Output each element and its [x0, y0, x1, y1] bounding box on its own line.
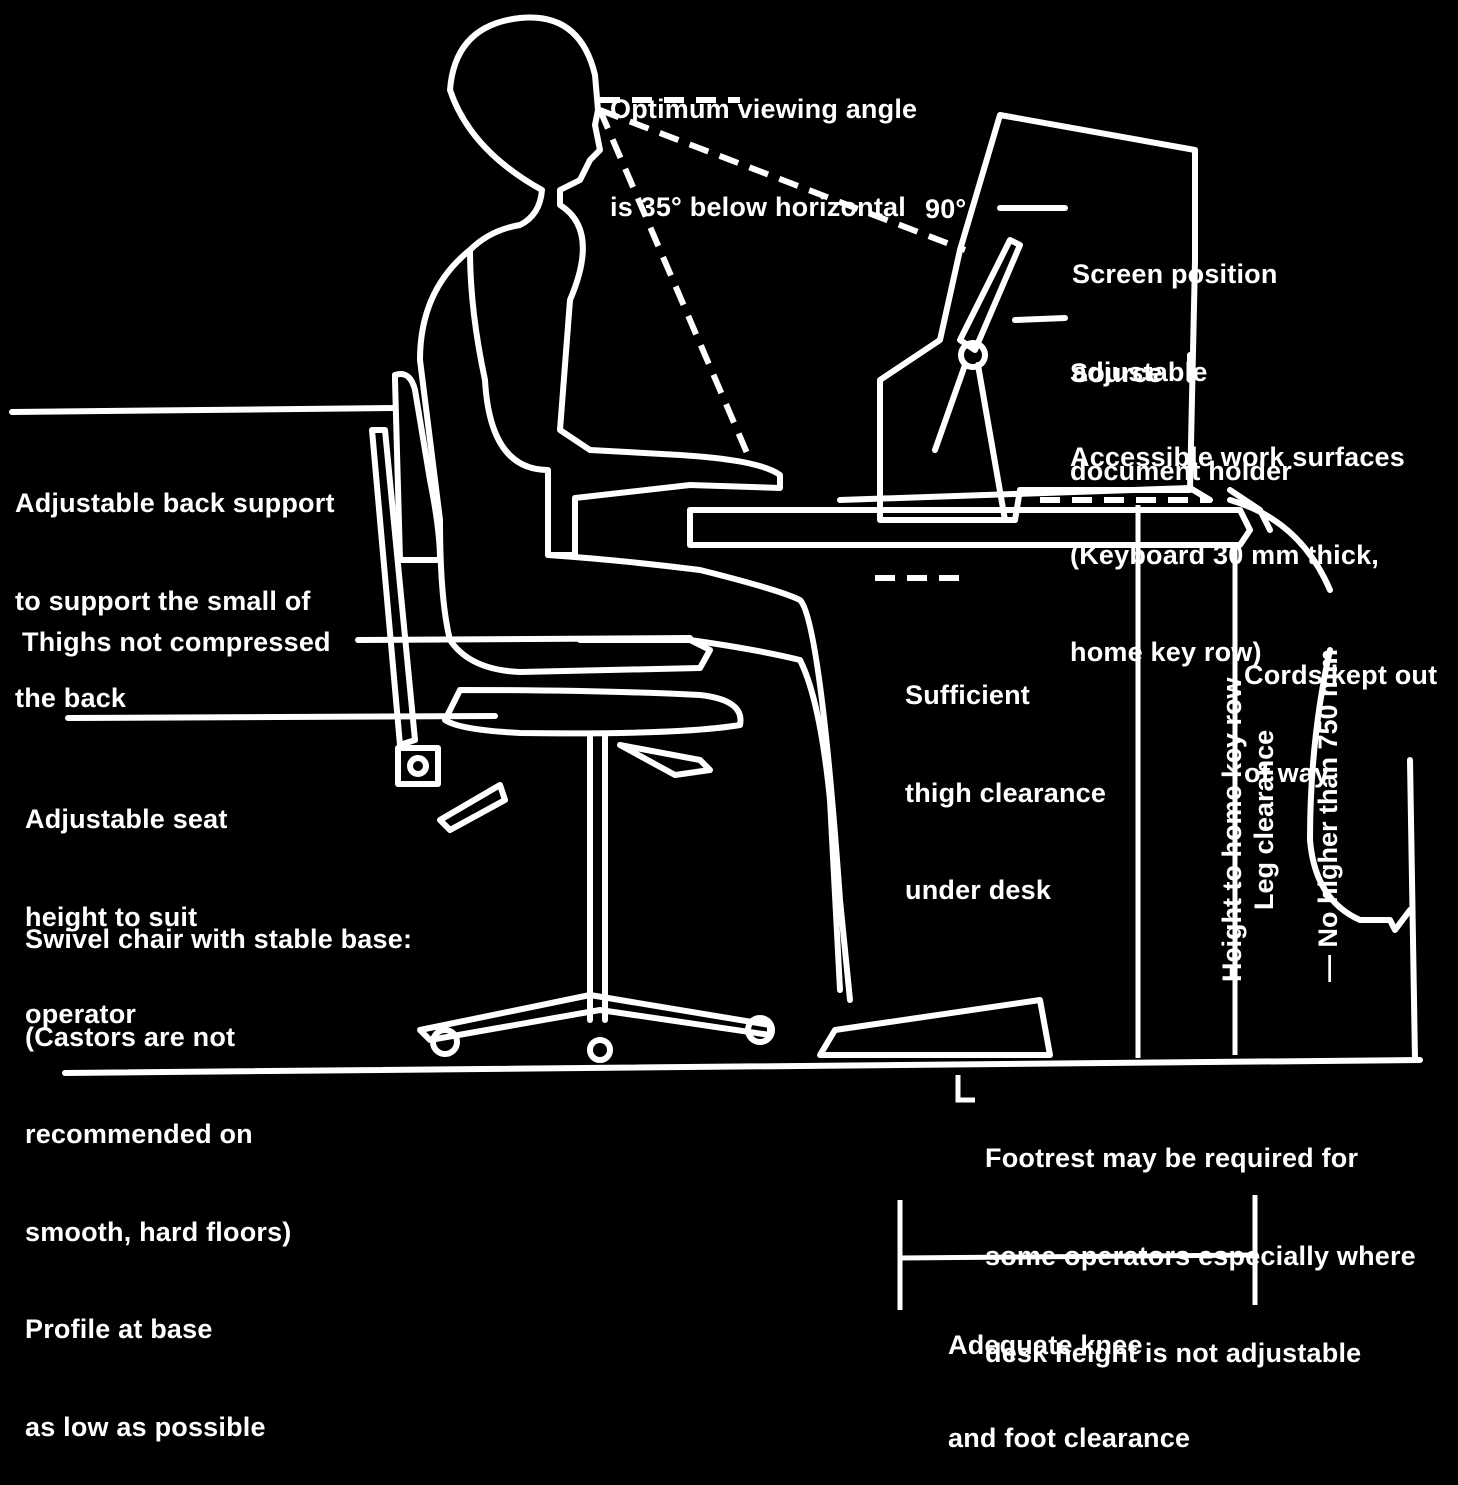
castor-mid — [590, 1040, 610, 1060]
swivel-chair-label: Swivel chair with stable base: (Castors … — [25, 858, 412, 1476]
leg-clearance-label: Leg clearance — [1248, 730, 1280, 910]
chair-seat — [445, 690, 741, 733]
viewing-angle-label: Optimum viewing angle is 35° below horiz… — [610, 28, 917, 256]
chair-lever-right — [620, 745, 710, 775]
document-holder — [960, 240, 1020, 350]
footrest — [820, 1000, 1050, 1055]
knee-clearance-label: Adequate knee and foot clearance — [948, 1268, 1190, 1485]
person-back — [420, 250, 710, 672]
person-leg — [690, 640, 840, 990]
thighs-label: Thighs not compressed — [22, 626, 331, 659]
castor-left — [433, 1030, 457, 1054]
seat-lever-knob — [410, 758, 426, 774]
chair-back-post — [372, 430, 415, 745]
back-support-label: Adjustable back support to support the s… — [15, 422, 335, 747]
ninety-degrees-label: 90° — [925, 193, 966, 226]
footrest-bracket — [958, 1075, 975, 1100]
thigh-clearance-label: Sufficient thigh clearance under desk — [905, 614, 1106, 939]
seat-height-lever — [398, 748, 438, 784]
person-thigh — [548, 555, 850, 1000]
thighs-leader — [358, 638, 690, 640]
chair-base — [420, 995, 770, 1040]
chair-paddle — [440, 785, 505, 830]
back-support-leader — [12, 408, 395, 412]
document-leader — [1015, 318, 1065, 320]
